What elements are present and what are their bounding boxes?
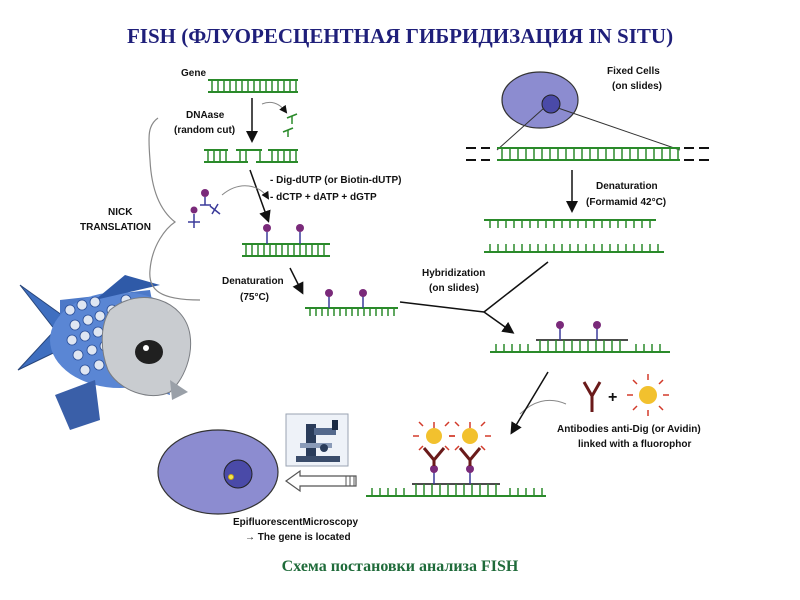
left-arrow-icon — [284, 469, 357, 493]
label-random-cut: (random cut) — [174, 125, 235, 136]
nick-translation-bracket — [148, 117, 201, 301]
antibody-icon — [582, 381, 602, 412]
label-denaturation-75-temp: (75°C) — [240, 292, 269, 303]
gene-dna — [208, 79, 298, 93]
label-plus: + — [608, 389, 617, 406]
label-on-slides: (on slides) — [612, 81, 662, 92]
fluorophore-icon — [627, 374, 669, 416]
label-denaturation-formamid: Denaturation — [596, 181, 658, 192]
nicked-dna — [204, 149, 298, 163]
label-hybridization: Hybridization — [422, 268, 485, 279]
label-fixed-cells: Fixed Cells — [607, 66, 660, 77]
chromosomal-dna — [466, 147, 710, 161]
located-gene-signal-icon — [228, 474, 234, 480]
slide-caption: Схема постановки анализа FISH — [281, 558, 519, 575]
fish-eye-icon — [135, 340, 163, 364]
hybridized-dna — [490, 321, 670, 353]
microscope-icon — [285, 413, 349, 467]
cut-fragments — [282, 113, 298, 137]
label-microscopy: EpifluorescentMicroscopy — [233, 517, 358, 528]
label-formamid-temp: (Formamid 42°C) — [586, 197, 666, 208]
fish-illustration — [17, 275, 192, 430]
label-dnaase: DNAase — [186, 110, 225, 121]
fixed-cell-icon — [501, 71, 579, 129]
label-translation: TRANSLATION — [80, 222, 151, 233]
denatured-target-dna — [484, 219, 664, 253]
label-gene-located: → The gene is located — [245, 532, 351, 543]
label-antibodies: Antibodies anti-Dig (or Avidin) — [557, 424, 701, 435]
free-probe-nucleotides — [188, 189, 221, 228]
labeled-dna — [242, 224, 330, 257]
label-denaturation-75: Denaturation — [222, 276, 284, 287]
label-nucleotides-dig: - Dig-dUTP (or Biotin-dUTP) — [270, 175, 401, 186]
label-hybridization-slides: (on slides) — [429, 283, 479, 294]
result-nucleus-icon — [223, 459, 253, 489]
label-gene: Gene — [181, 68, 206, 79]
single-strand-probe — [305, 289, 398, 316]
label-nick: NICK — [108, 207, 133, 218]
cell-nucleus-icon — [541, 94, 561, 114]
slide-title: FISH (ФЛУОРЕСЦЕНТНАЯ ГИБРИДИЗАЦИЯ IN SIT… — [126, 24, 674, 48]
detected-probe-dna — [366, 421, 546, 497]
result-cell-icon — [157, 429, 279, 515]
label-fluorophor: linked with a fluorophor — [578, 439, 691, 450]
label-nucleotides-other: - dCTP + dATP + dGTP — [270, 192, 377, 203]
